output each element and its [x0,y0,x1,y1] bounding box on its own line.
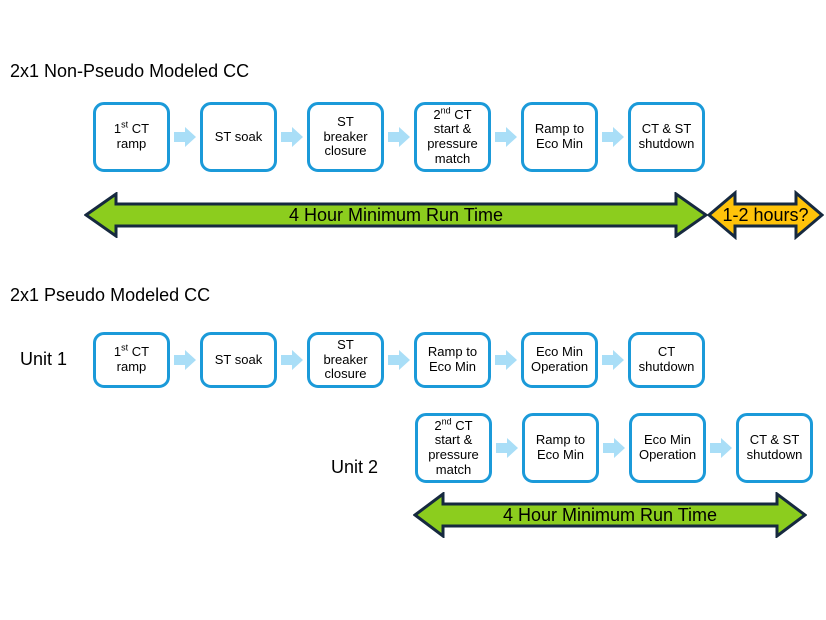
flow-step-arrow-icon [388,350,410,370]
flow-step-arrow-icon [496,438,518,458]
flow-step-arrow-icon [281,350,303,370]
non-pseudo-run-time-label: 4 Hour Minimum Run Time [288,204,504,225]
flow-box: ST soak [200,332,277,388]
flow-step-arrow-icon [602,350,624,370]
unit-2-label: Unit 2 [331,457,379,477]
flow-step-arrow-icon [603,438,625,458]
flow-step-arrow-icon [602,127,624,147]
flow-step-arrow-icon [174,350,196,370]
flow-step-arrow-icon [710,438,732,458]
unit-1-label: Unit 1 [20,349,68,369]
double-arrow-icon [707,190,824,240]
flow-step-arrow-icon [281,127,303,147]
pseudo-run-time-arrow: 4 Hour Minimum Run Time [413,492,807,538]
extra-hours-label: 1-2 hours? [722,204,809,225]
pseudo-run-time-label: 4 Hour Minimum Run Time [502,504,718,525]
flow-step-arrow-icon [495,127,517,147]
flow-box: ST soak [200,102,277,172]
double-arrow-icon [413,492,807,538]
flow-step-arrow-icon [495,350,517,370]
non-pseudo-run-time-arrow: 4 Hour Minimum Run Time [84,192,708,238]
flow-box-label: ST soak [214,128,263,144]
section-title-pseudo: 2x1 Pseudo Modeled CC [10,285,211,305]
double-arrow-icon [84,192,708,238]
flow-box-label: ST soak [214,351,263,367]
flow-step-arrow-icon [388,127,410,147]
section-title-non-pseudo: 2x1 Non-Pseudo Modeled CC [10,61,250,81]
flow-step-arrow-icon [174,127,196,147]
extra-hours-arrow: 1-2 hours? [707,190,824,240]
